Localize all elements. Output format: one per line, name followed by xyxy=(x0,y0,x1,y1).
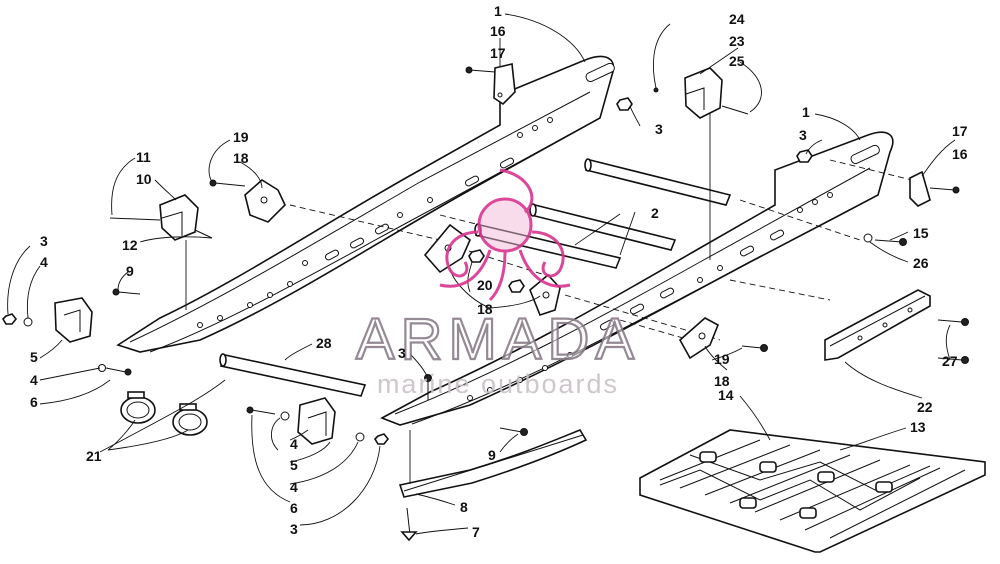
wear-strip-22 xyxy=(824,289,969,364)
callout-4: 4 xyxy=(290,436,298,452)
bolt-15 xyxy=(863,233,907,246)
bumper-block-23 xyxy=(653,67,749,119)
bracket-17-right xyxy=(909,170,960,207)
watermark: ARMADA marine outboards xyxy=(355,168,640,399)
callout-1: 1 xyxy=(802,104,810,120)
callout-3: 3 xyxy=(398,345,406,361)
octopus-logo-icon xyxy=(439,168,571,302)
callout-18: 18 xyxy=(714,373,730,389)
callout-12: 12 xyxy=(122,237,138,253)
callout-17: 17 xyxy=(490,45,506,61)
callout-19: 19 xyxy=(233,129,249,145)
right-slide-rail xyxy=(380,131,894,426)
bumper-10 xyxy=(109,194,213,241)
callout-18: 18 xyxy=(233,150,249,166)
cross-shafts xyxy=(474,158,732,269)
callout-27: 27 xyxy=(942,353,958,369)
callout-7: 7 xyxy=(472,524,480,540)
callout-4: 4 xyxy=(290,479,298,495)
callout-3: 3 xyxy=(290,521,298,537)
bolt-9-lower xyxy=(499,427,528,436)
callout-3: 3 xyxy=(799,127,807,143)
callout-3: 3 xyxy=(655,121,663,137)
callout-4: 4 xyxy=(40,254,48,270)
callout-10: 10 xyxy=(136,171,152,187)
callout-11: 11 xyxy=(136,149,151,165)
callout-24: 24 xyxy=(729,11,745,27)
callout-1: 1 xyxy=(494,3,502,19)
callout-5: 5 xyxy=(290,457,298,473)
callout-18: 18 xyxy=(477,301,493,317)
callout-28: 28 xyxy=(316,335,332,351)
callout-2: 2 xyxy=(651,205,659,221)
callout-17: 17 xyxy=(952,123,968,139)
bracket-18-right xyxy=(678,317,768,360)
nut-3-top xyxy=(616,97,633,111)
watermark-tagline: marine outboards xyxy=(377,369,619,399)
callout-21: 21 xyxy=(86,448,102,464)
drive-track-13 xyxy=(639,429,986,553)
callout-15: 15 xyxy=(913,225,929,241)
callout-9: 9 xyxy=(126,263,134,279)
bolt-3-front xyxy=(424,374,432,400)
callout-9: 9 xyxy=(488,447,496,463)
slide-block-5-left xyxy=(1,297,132,376)
callout-13: 13 xyxy=(910,419,926,435)
callout-5: 5 xyxy=(30,349,38,365)
callout-6: 6 xyxy=(290,500,298,516)
callout-3: 3 xyxy=(40,233,48,249)
callout-16: 16 xyxy=(490,23,506,39)
nut-3-right xyxy=(796,149,813,163)
callout-23: 23 xyxy=(729,33,745,49)
callout-14: 14 xyxy=(718,387,734,403)
slide-8 xyxy=(398,429,588,542)
slide-block-5-lower xyxy=(246,397,390,445)
callout-labels: 1 16 17 24 23 25 3 1 3 17 16 19 18 11 10… xyxy=(30,3,968,540)
callout-4: 4 xyxy=(30,372,38,388)
callout-16: 16 xyxy=(952,146,968,162)
callout-22: 22 xyxy=(917,399,933,415)
bracket-17-top xyxy=(465,63,516,106)
rear-axle-shaft xyxy=(219,353,367,397)
bracket-18-left xyxy=(209,179,286,223)
callout-19: 19 xyxy=(714,351,730,367)
callout-20: 20 xyxy=(477,277,493,293)
clamps-21 xyxy=(120,391,208,436)
watermark-brand: ARMADA xyxy=(356,307,640,372)
callout-25: 25 xyxy=(729,53,745,69)
bolt-9-left xyxy=(112,288,141,296)
callout-26: 26 xyxy=(913,255,929,271)
leader-lines xyxy=(7,13,956,535)
callout-8: 8 xyxy=(460,499,468,515)
callout-6: 6 xyxy=(30,394,38,410)
